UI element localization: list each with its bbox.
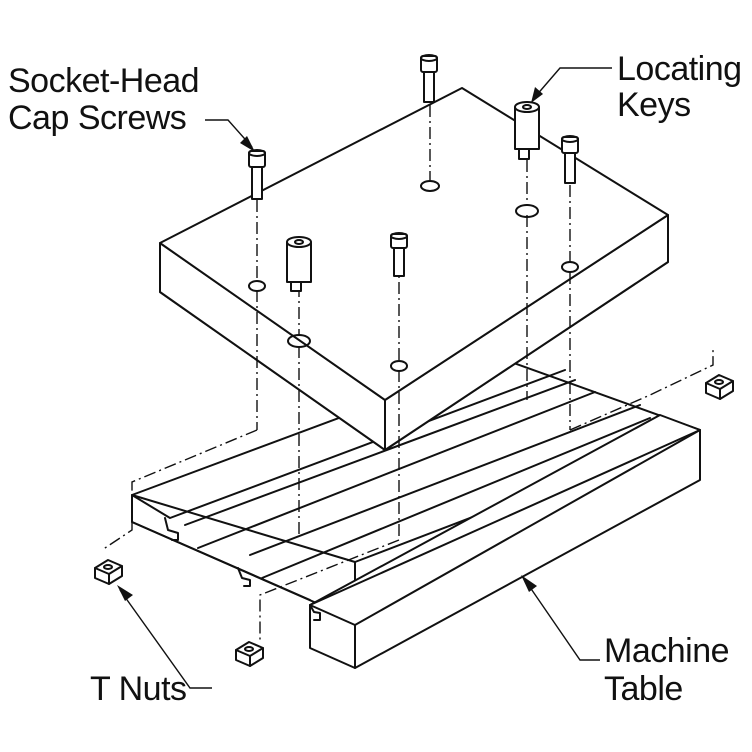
label-locating-line1: Locating	[617, 50, 742, 88]
label-machine-line2: Table	[604, 670, 683, 708]
machine-table	[131, 357, 701, 669]
t-nut-icon	[705, 374, 734, 400]
t-nut-icon	[235, 641, 264, 667]
arrowhead-icon	[117, 585, 133, 601]
label-t-nuts: T Nuts	[90, 670, 187, 708]
cap-screw-icon	[561, 135, 579, 184]
cap-screw-icon	[248, 149, 266, 200]
fixture-plate	[159, 87, 669, 451]
label-socket-head-line1: Socket-Head	[8, 62, 199, 100]
label-locating-keys: Locating Keys	[617, 50, 742, 124]
arrowhead-icon	[531, 87, 543, 103]
label-machine-line1: Machine	[604, 632, 729, 670]
leader-cap-screws	[205, 119, 255, 152]
leader-machine-table	[521, 575, 600, 661]
leader-locating-keys	[531, 67, 612, 103]
label-machine-table: Machine Table	[604, 632, 730, 708]
locating-key-icon	[286, 236, 312, 292]
label-socket-head-cap-screws: Socket-Head Cap Screws	[8, 62, 200, 137]
arrowhead-icon	[240, 136, 255, 152]
label-socket-head-line2: Cap Screws	[8, 99, 186, 137]
cap-screw-icon	[390, 232, 408, 277]
t-nut-icon	[94, 559, 123, 585]
arrowhead-icon	[521, 575, 537, 592]
locating-key-icon	[514, 101, 540, 160]
leader-t-nuts	[117, 585, 212, 689]
label-locating-line2: Keys	[617, 86, 691, 124]
cap-screw-icon	[420, 54, 438, 103]
